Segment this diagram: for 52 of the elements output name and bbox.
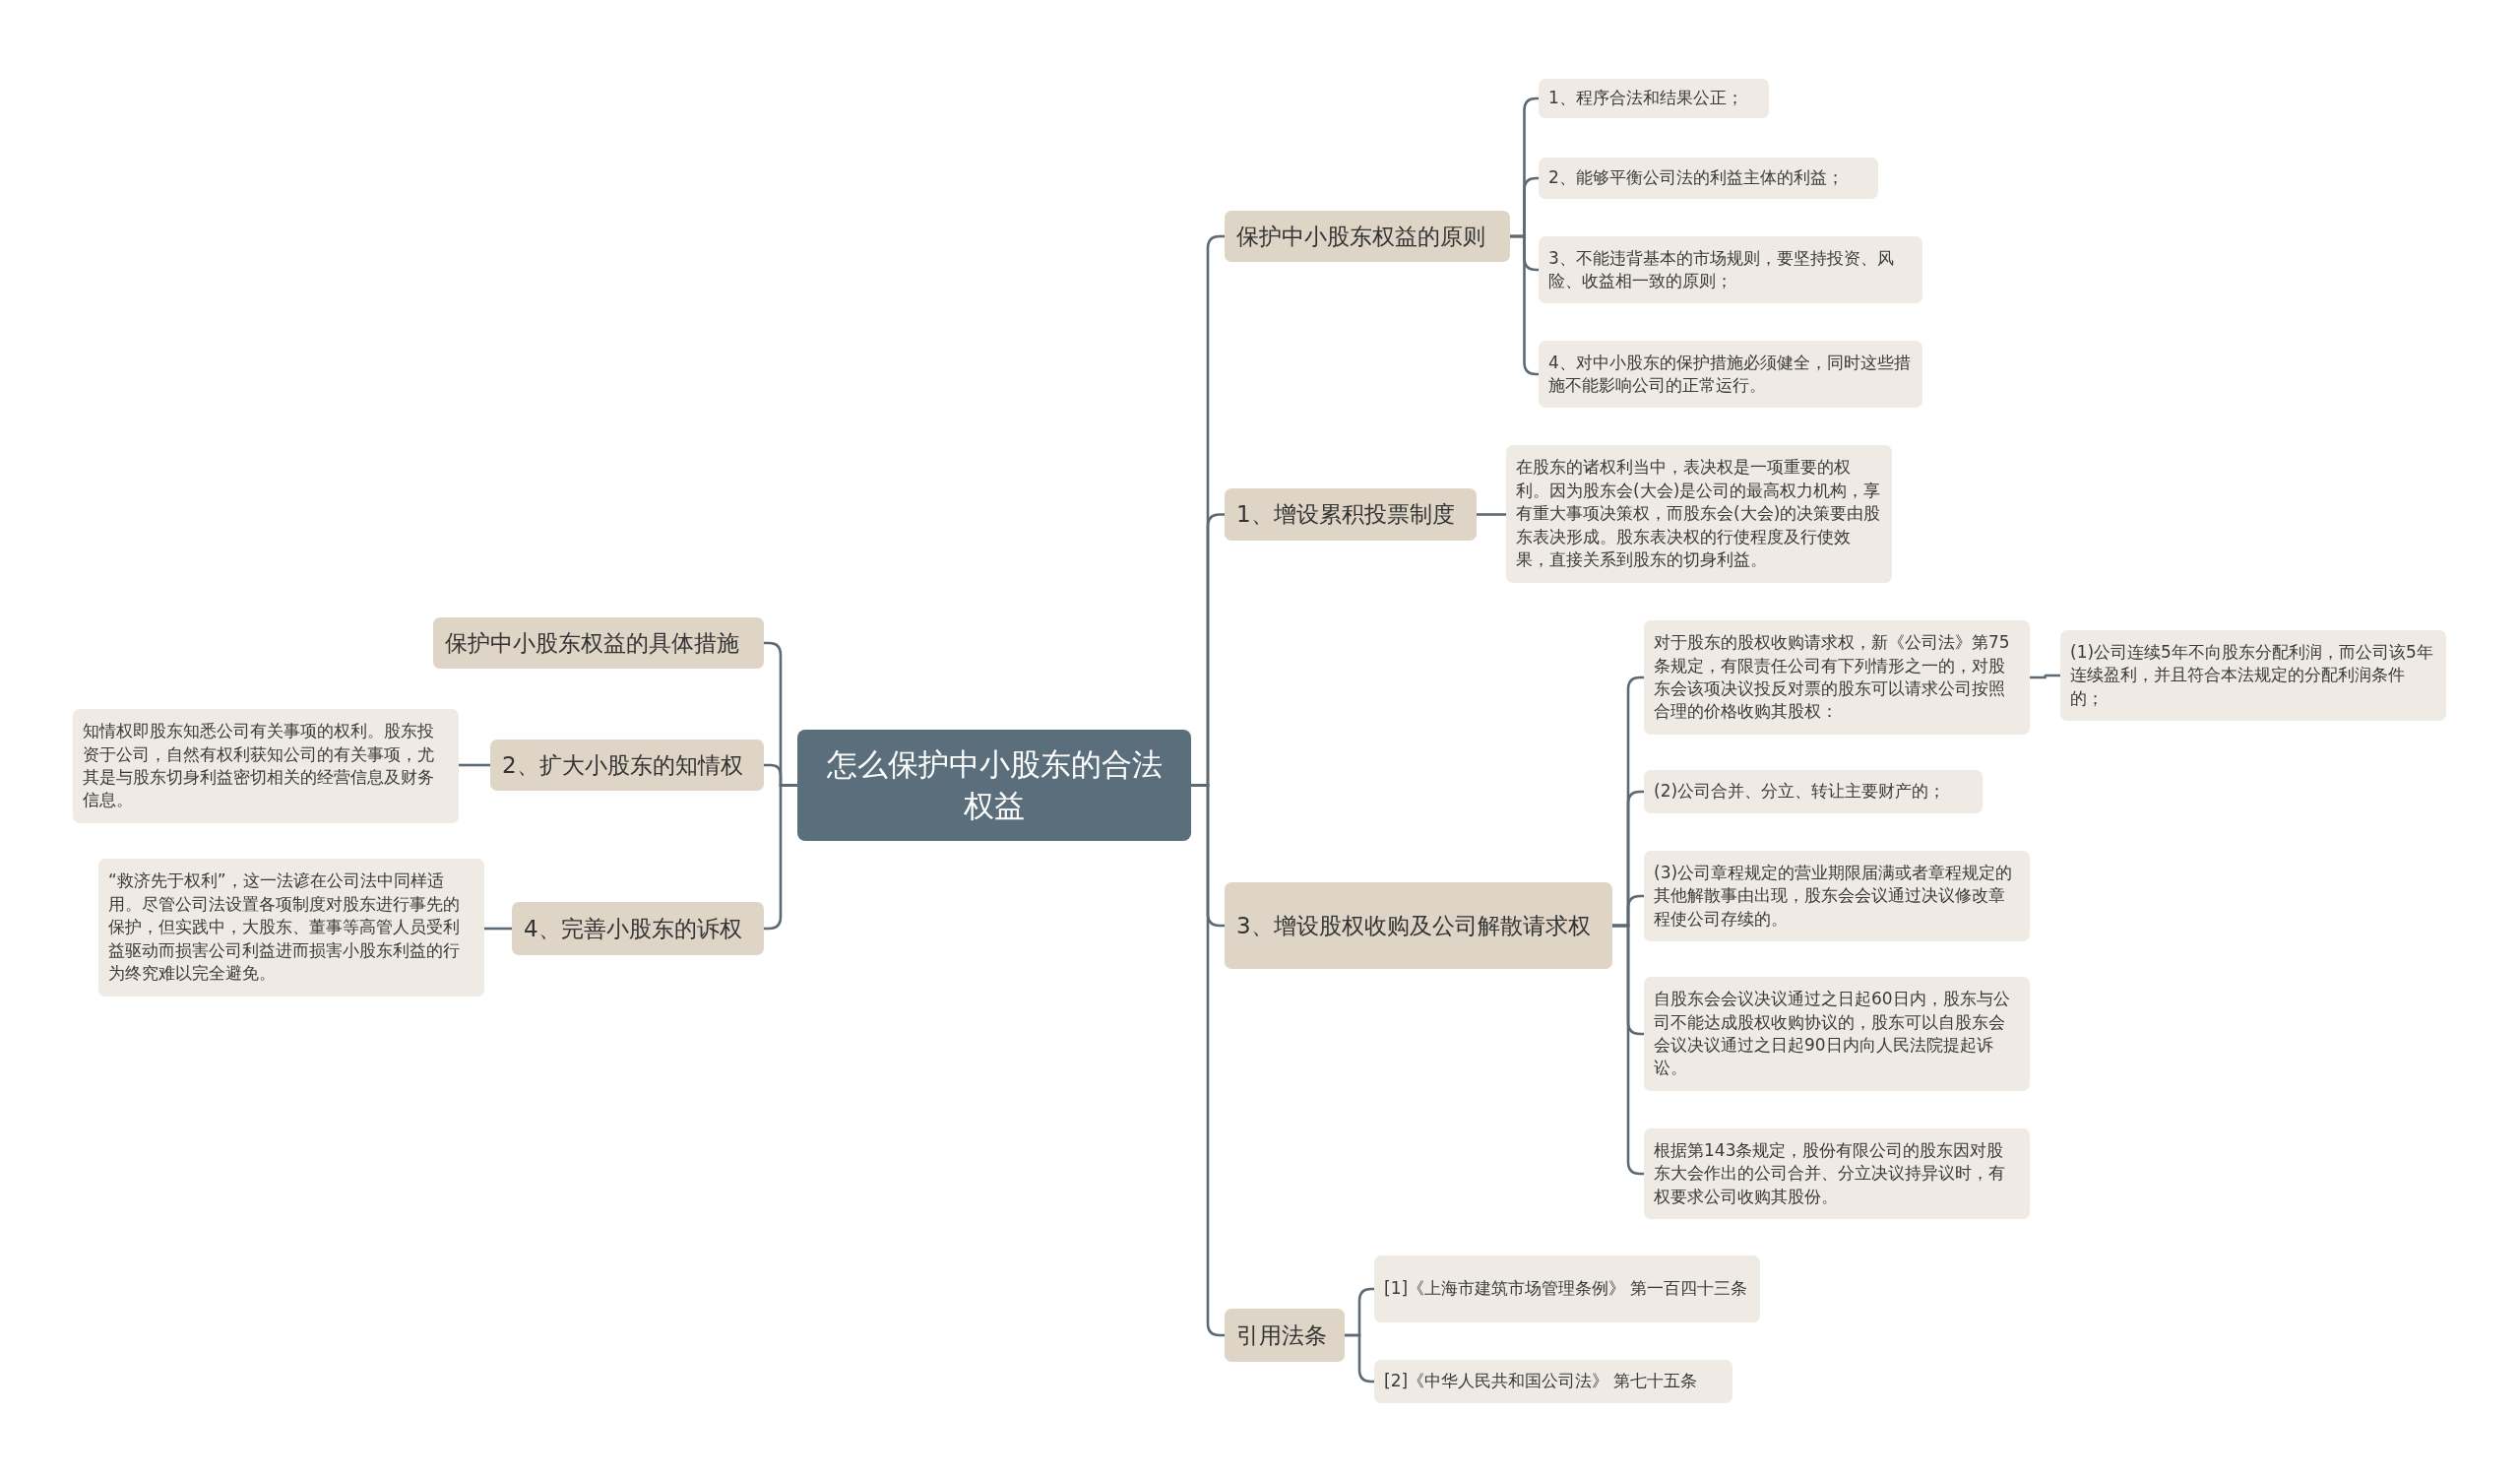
- topic-text: 保护中小股东权益的原则: [1236, 222, 1485, 251]
- topic-box: [490, 740, 764, 791]
- central-topic-box: [797, 730, 1191, 841]
- topic-text: 3、增设股权收购及公司解散请求权: [1236, 911, 1591, 940]
- note-text: 自股东会会议决议通过之日起60日内，股东与公司不能达成股权收购协议的，股东可以自股东会会议决议通过之日起90日内向人民法院提起诉讼。: [1654, 988, 2011, 1080]
- note-box: [1644, 1128, 2030, 1219]
- note-text: (2)公司合并、分立、转让主要财产的；: [1654, 780, 1946, 804]
- connector-line: [1510, 234, 1539, 376]
- note-box: [1644, 770, 1983, 813]
- note-box: [1539, 341, 1922, 408]
- note-text: 2、能够平衡公司法的利益主体的利益；: [1548, 166, 1844, 190]
- note-text: [2]《中华人民共和国公司法》 第七十五条: [1384, 1370, 1698, 1393]
- note-box: [73, 709, 459, 823]
- note-box: [1644, 851, 2030, 941]
- note-text: (1)公司连续5年不向股东分配利润，而公司该5年连续盈利，并且符合本法规定的分配利润条件的；: [2070, 640, 2434, 710]
- note-box: [1539, 236, 1922, 303]
- topic-text: 1、增设累积投票制度: [1236, 500, 1455, 530]
- connector-line: [2030, 674, 2060, 679]
- note-text: “救济先于权利”，这一法谚在公司法中同样适用。尽管公司法设置各项制度对股东进行事先的保护，但实践中，大股东、董事等高管人员受利益驱动而损害公司利益进而损害小股东利益的行为终究难以完全避免。: [108, 869, 461, 986]
- topic-box: [1225, 211, 1510, 262]
- note-box: [1506, 445, 1892, 583]
- note-box: [2060, 630, 2446, 721]
- note-box: [1539, 158, 1878, 199]
- note-text: 知情权即股东知悉公司有关事项的权利。股东投资于公司，自然有权利获知公司的有关事项，尤其是与股东切身利益密切相关的经营信息及财务信息。: [83, 720, 435, 812]
- topic-text: 引用法条: [1236, 1320, 1327, 1350]
- note-box: [98, 859, 484, 997]
- note-text: (3)公司章程规定的营业期限届满或者章程规定的其他解散事由出现，股东会会议通过决议修改章程使公司存续的。: [1654, 861, 2014, 931]
- topic-box: [1225, 882, 1612, 969]
- note-text: 在股东的诸权利当中，表决权是一项重要的权利。因为股东会(大会)是公司的最高权力机构，享有重大事项决策权，而股东会(大会)的决策要由股东表决形成。股东表决权的行使程度及行使效果，直接关系到股东的切身利益。: [1516, 456, 1882, 572]
- connector-line: [459, 763, 490, 767]
- topic-text: 4、完善小股东的诉权: [524, 914, 742, 943]
- note-text: [1]《上海市建筑市场管理条例》 第一百四十三条: [1384, 1277, 1748, 1301]
- connector-line: [1477, 513, 1506, 516]
- note-box: [1539, 79, 1769, 118]
- topic-text: 2、扩大小股东的知情权: [502, 750, 743, 780]
- topic-box: [433, 617, 764, 669]
- connector-line: [484, 927, 512, 931]
- note-text: 根据第143条规定，股份有限公司的股东因对股东大会作出的公司合并、分立决议持异议时，有权要求公司收购其股份。: [1654, 1138, 2006, 1208]
- topic-box: [1225, 488, 1477, 541]
- note-box: [1374, 1255, 1760, 1322]
- topic-text: 保护中小股东权益的具体措施: [445, 628, 739, 658]
- central-topic-text: 怎么保护中小股东的合法权益: [825, 744, 1164, 825]
- connector-line: [1345, 1333, 1374, 1383]
- note-text: 3、不能违背基本的市场规则，要坚持投资、风险、收益相一致的原则；: [1548, 246, 1895, 292]
- note-box: [1374, 1360, 1732, 1403]
- topic-box: [1225, 1309, 1345, 1362]
- note-box: [1644, 620, 2030, 735]
- note-text: 1、程序合法和结果公正；: [1548, 87, 1743, 110]
- note-text: 对于股东的股权收购请求权，新《公司法》第75条规定，有限责任公司有下列情形之一的，对股东会该项决议投反对票的股东可以请求公司按照合理的价格收购其股权：: [1654, 631, 2011, 724]
- topic-box: [512, 902, 764, 955]
- note-box: [1644, 977, 2030, 1091]
- note-text: 4、对中小股东的保护措施必须健全，同时这些措施不能影响公司的正常运行。: [1548, 351, 1912, 397]
